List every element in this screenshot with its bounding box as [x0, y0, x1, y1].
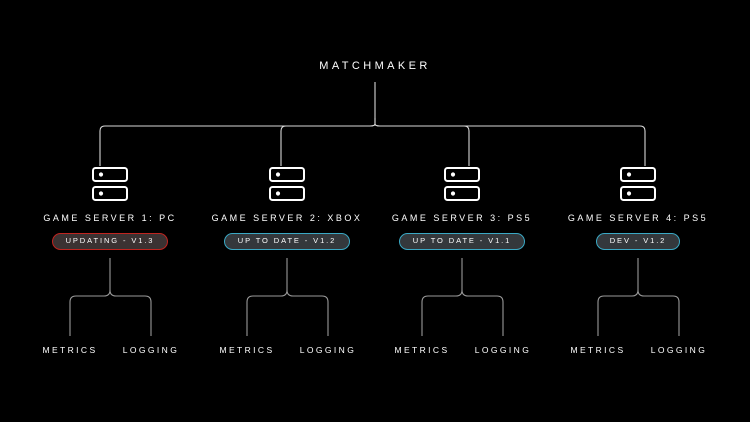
status-badge-3[interactable]: UP TO DATE - V1.1 — [398, 233, 526, 250]
leaf-4-metrics[interactable]: METRICS — [570, 345, 626, 355]
server-label-2: GAME SERVER 2: XBOX — [211, 213, 363, 223]
status-badge-1[interactable]: UPDATING - V1.3 — [51, 233, 169, 250]
server-label-4: GAME SERVER 4: PS5 — [567, 213, 709, 223]
server-node-4[interactable]: GAME SERVER 4: PS5 DEV - V1.2 — [528, 166, 748, 250]
matchmaker-title: MATCHMAKER — [319, 60, 431, 72]
leaf-1-metrics[interactable]: METRICS — [42, 345, 98, 355]
leaf-1-logging[interactable]: LOGGING — [122, 345, 180, 355]
server-rack-icon — [444, 167, 480, 201]
leaf-3-metrics[interactable]: METRICS — [394, 345, 450, 355]
leaf-line-4-metrics — [597, 289, 639, 336]
server-rack-icon — [620, 167, 656, 201]
status-badge-4[interactable]: DEV - V1.2 — [595, 233, 681, 250]
leaf-2-logging[interactable]: LOGGING — [299, 345, 357, 355]
leaf-line-3-metrics — [421, 289, 463, 336]
server-label-1: GAME SERVER 1: PC — [43, 213, 177, 223]
server-node-1[interactable]: GAME SERVER 1: PC UPDATING - V1.3 — [0, 166, 220, 250]
server-rack-icon — [92, 167, 128, 201]
leaf-line-3-logging — [461, 289, 504, 336]
server-node-2[interactable]: GAME SERVER 2: XBOX UP TO DATE - V1.2 — [177, 166, 397, 250]
leaf-line-2-metrics — [246, 289, 288, 336]
branch-line-server-3 — [374, 123, 470, 166]
leaf-3-logging[interactable]: LOGGING — [474, 345, 532, 355]
leaf-line-1-metrics — [69, 289, 111, 336]
leaf-2-metrics[interactable]: METRICS — [219, 345, 275, 355]
branch-line-server-2 — [280, 123, 376, 166]
leaf-line-1-logging — [109, 289, 152, 336]
leaf-4-logging[interactable]: LOGGING — [650, 345, 708, 355]
leaf-line-4-logging — [637, 289, 680, 336]
server-rack-icon — [269, 167, 305, 201]
branch-line-server-1 — [99, 118, 376, 166]
server-label-3: GAME SERVER 3: PS5 — [391, 213, 533, 223]
server-node-3[interactable]: GAME SERVER 3: PS5 UP TO DATE - V1.1 — [352, 166, 572, 250]
branch-line-server-4 — [374, 118, 646, 166]
leaf-line-2-logging — [286, 289, 329, 336]
status-badge-2[interactable]: UP TO DATE - V1.2 — [223, 233, 351, 250]
